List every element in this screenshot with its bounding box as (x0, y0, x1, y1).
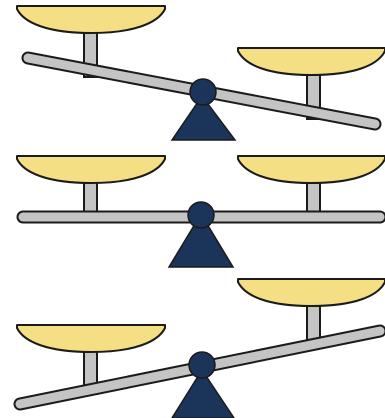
fulcrum-base (171, 368, 235, 418)
right-pan (237, 47, 385, 76)
scale-balanced (16, 155, 385, 268)
fulcrum-base (167, 212, 235, 268)
right-pan (237, 278, 385, 307)
left-pan (16, 155, 166, 184)
scale-left-heavy (16, 5, 385, 141)
fulcrum-base (170, 94, 237, 141)
scale-right-heavy (13, 278, 385, 418)
left-pan (16, 5, 166, 34)
fulcrum-pivot (188, 351, 216, 379)
left-pan (16, 324, 166, 353)
right-pan (237, 155, 385, 184)
fulcrum-pivot (189, 78, 217, 106)
fulcrum-pivot (187, 201, 215, 229)
